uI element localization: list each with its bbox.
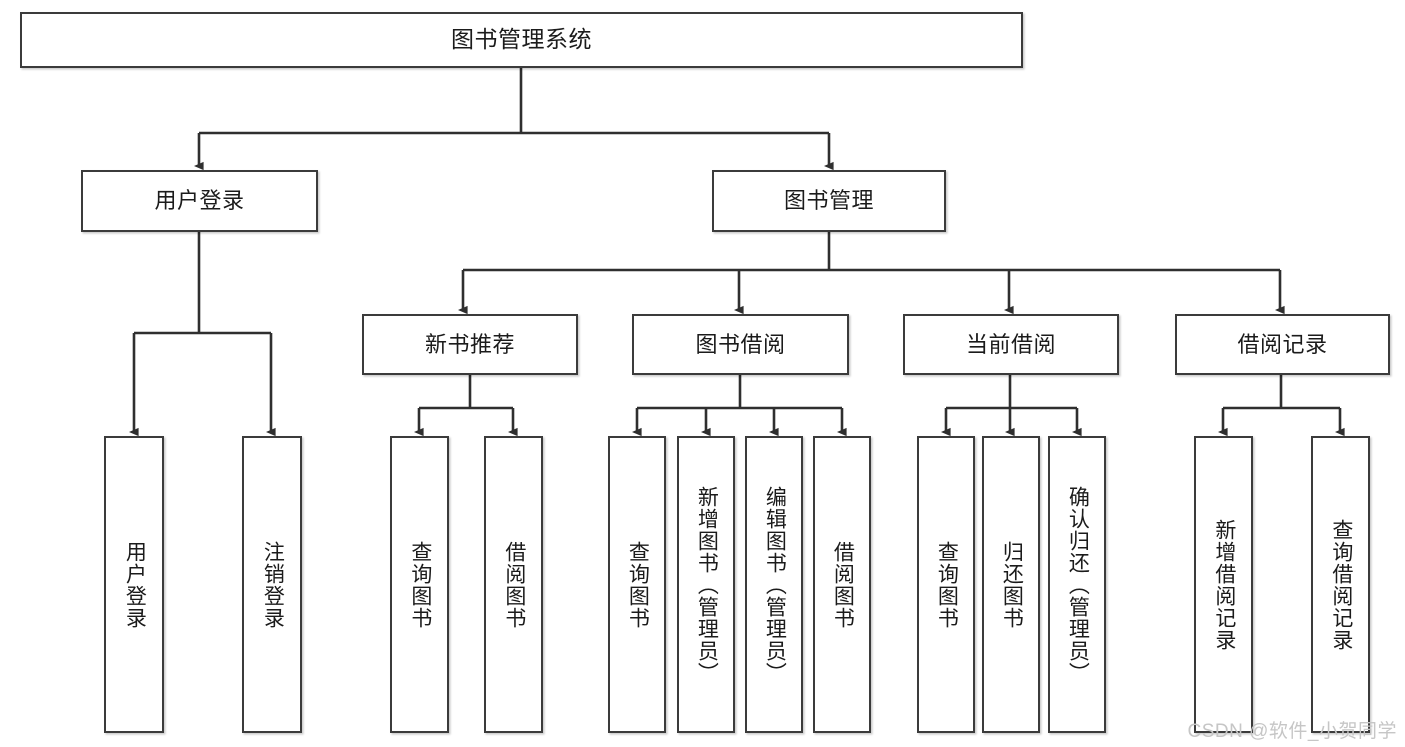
node-current-borrow[interactable]: 当前借阅	[903, 314, 1119, 375]
node-leaf-confirm-return[interactable]: 确认归还（管理员）	[1048, 436, 1106, 733]
node-leaf-borrow-book-bb[interactable]: 借阅图书	[813, 436, 871, 733]
node-root[interactable]: 图书管理系统	[20, 12, 1023, 68]
node-leaf-user-login[interactable]: 用户登录	[104, 436, 164, 733]
node-leaf-return-book-label: 归还图书	[1000, 540, 1024, 629]
node-leaf-add-book-label: 新增图书（管理员）	[695, 485, 719, 684]
node-book-borrow-label: 图书借阅	[695, 331, 786, 357]
node-leaf-borrow-book-nb[interactable]: 借阅图书	[484, 436, 543, 733]
node-leaf-query-borrow-record-label: 查询借阅记录	[1329, 518, 1353, 651]
node-new-book-recommend-label: 新书推荐	[424, 331, 515, 357]
node-leaf-confirm-return-label: 确认归还（管理员）	[1066, 485, 1090, 684]
watermark-text: CSDN @软件_小贺同学	[1187, 721, 1397, 742]
node-leaf-add-borrow-record-label: 新增借阅记录	[1212, 518, 1236, 651]
node-leaf-logout-label: 注销登录	[261, 540, 285, 629]
node-book-management[interactable]: 图书管理	[712, 170, 946, 232]
node-leaf-query-book-nb-label: 查询图书	[408, 540, 432, 629]
node-leaf-query-book-cb-label: 查询图书	[935, 540, 959, 629]
node-leaf-query-book-cb[interactable]: 查询图书	[917, 436, 975, 733]
node-borrow-record-label: 借阅记录	[1237, 331, 1328, 357]
node-leaf-query-borrow-record[interactable]: 查询借阅记录	[1311, 436, 1370, 733]
node-leaf-return-book[interactable]: 归还图书	[982, 436, 1040, 733]
node-leaf-edit-book-label: 编辑图书（管理员）	[763, 485, 787, 684]
node-borrow-record[interactable]: 借阅记录	[1175, 314, 1390, 375]
node-book-borrow[interactable]: 图书借阅	[632, 314, 849, 375]
node-current-borrow-label: 当前借阅	[965, 331, 1056, 357]
node-leaf-user-login-label: 用户登录	[123, 540, 147, 629]
node-leaf-edit-book[interactable]: 编辑图书（管理员）	[745, 436, 803, 733]
node-book-management-label: 图书管理	[783, 188, 874, 214]
node-user-login[interactable]: 用户登录	[81, 170, 318, 232]
node-leaf-add-borrow-record[interactable]: 新增借阅记录	[1194, 436, 1253, 733]
node-leaf-borrow-book-nb-label: 借阅图书	[502, 540, 526, 629]
node-user-login-label: 用户登录	[154, 188, 245, 214]
node-leaf-add-book[interactable]: 新增图书（管理员）	[677, 436, 735, 733]
node-new-book-recommend[interactable]: 新书推荐	[362, 314, 578, 375]
node-root-label: 图书管理系统	[451, 26, 592, 53]
node-leaf-borrow-book-bb-label: 借阅图书	[831, 540, 855, 629]
node-leaf-query-book-bb[interactable]: 查询图书	[608, 436, 666, 733]
node-leaf-logout[interactable]: 注销登录	[242, 436, 302, 733]
node-leaf-query-book-nb[interactable]: 查询图书	[390, 436, 449, 733]
node-leaf-query-book-bb-label: 查询图书	[626, 540, 650, 629]
